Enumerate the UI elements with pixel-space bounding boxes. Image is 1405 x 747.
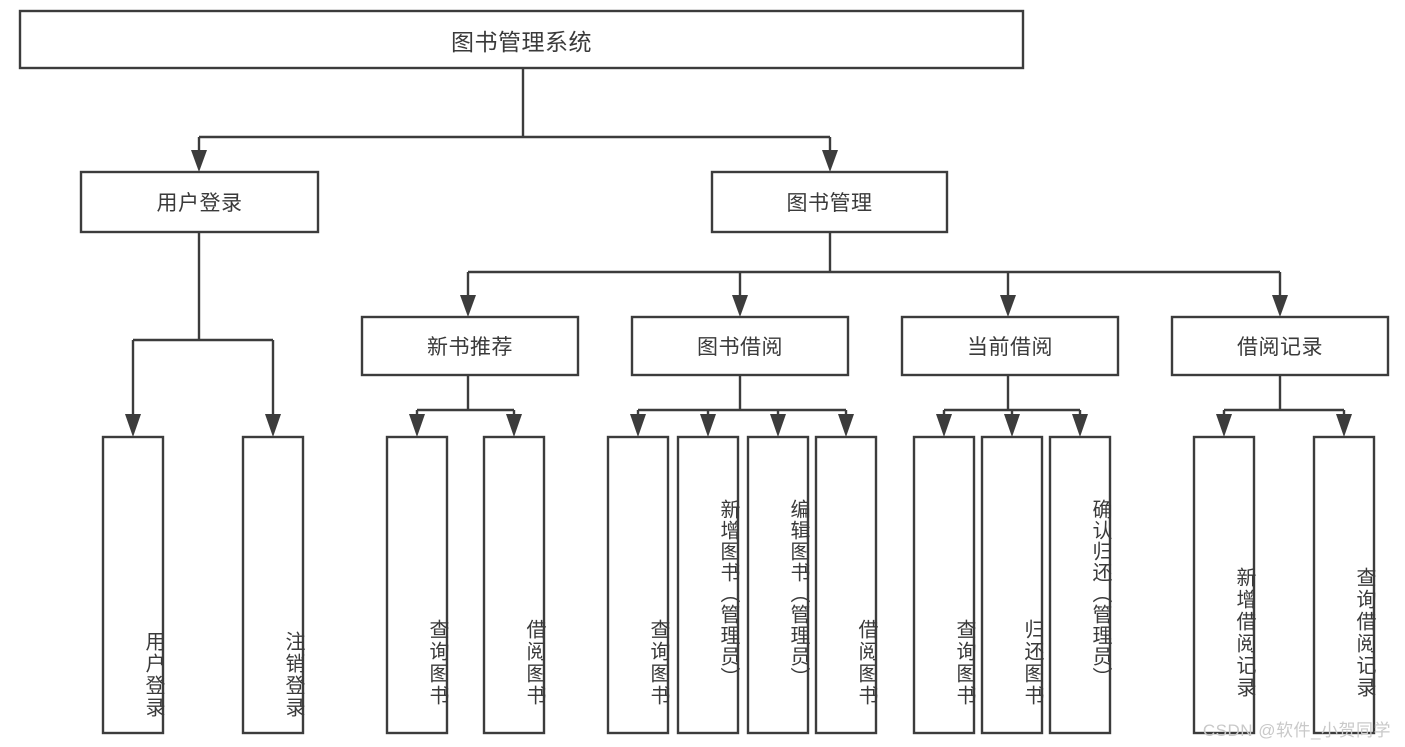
- node-box-leaf-4[interactable]: [606, 435, 670, 735]
- node-box-leaf-2[interactable]: [385, 435, 449, 735]
- arrow-icon-leaf-5: [700, 414, 716, 437]
- node-box-leaf-10[interactable]: [1048, 435, 1112, 735]
- node-box-leaf-11[interactable]: [1192, 435, 1256, 735]
- arrow-icon-leaf-10: [1072, 414, 1088, 437]
- arrow-icon-leaf-3: [506, 414, 522, 437]
- node-box-leaf-3[interactable]: [482, 435, 546, 735]
- arrow-icon-user-login: [191, 150, 207, 172]
- node-box-leaf-7[interactable]: [814, 435, 878, 735]
- arrow-icon-leaf-6: [770, 414, 786, 437]
- arrow-icon-borrow-record: [1272, 295, 1288, 317]
- node-box-leaf-6[interactable]: [746, 435, 810, 735]
- node-box-leaf-8[interactable]: [912, 435, 976, 735]
- node-box-book-borrow[interactable]: [630, 315, 850, 377]
- arrow-icon-new-book-rec: [460, 295, 476, 317]
- node-box-new-book-rec[interactable]: [360, 315, 580, 377]
- node-box-leaf-5[interactable]: [676, 435, 740, 735]
- node-box-leaf-9[interactable]: [980, 435, 1044, 735]
- node-box-book-manage[interactable]: [710, 170, 949, 234]
- node-box-root[interactable]: [18, 9, 1025, 70]
- node-box-current-borrow[interactable]: [900, 315, 1120, 377]
- arrow-icon-leaf-12: [1336, 414, 1352, 437]
- arrow-icon-leaf-9: [1004, 414, 1020, 437]
- node-box-borrow-record[interactable]: [1170, 315, 1390, 377]
- arrow-icon-leaf-11: [1216, 414, 1232, 437]
- arrow-icon-leaf-4: [630, 414, 646, 437]
- arrow-icon-book-borrow: [732, 295, 748, 317]
- arrow-icon-leaf-8: [936, 414, 952, 437]
- node-box-leaf-1[interactable]: [241, 435, 305, 735]
- arrow-icon-leaf-7: [838, 414, 854, 437]
- node-box-user-login[interactable]: [79, 170, 320, 234]
- arrow-icon-leaf-0: [125, 414, 141, 437]
- node-box-leaf-0[interactable]: [101, 435, 165, 735]
- arrow-icon-book-manage: [822, 150, 838, 172]
- arrow-icon-leaf-1: [265, 414, 281, 437]
- arrow-icon-current-borrow: [1000, 295, 1016, 317]
- node-box-leaf-12[interactable]: [1312, 435, 1376, 735]
- arrow-icon-leaf-2: [409, 414, 425, 437]
